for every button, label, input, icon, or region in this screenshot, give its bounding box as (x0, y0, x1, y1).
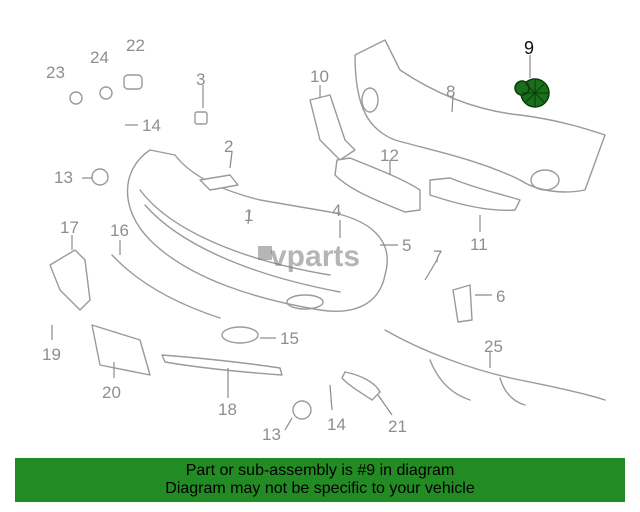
bracket-10 (309, 94, 356, 161)
banner-line-1: Part or sub-assembly is #9 in diagram (185, 462, 455, 479)
callout-13: 13 (54, 168, 73, 187)
banner-line-2: Diagram may not be specific to your vehi… (165, 480, 475, 497)
plate-20 (91, 324, 151, 376)
callout-1: 1 (244, 206, 253, 225)
info-banner: Part or sub-assembly is #9 in diagram Di… (15, 458, 625, 502)
callout-12: 12 (380, 146, 399, 165)
callout-2: 2 (224, 137, 233, 156)
bracket-17 (49, 249, 91, 311)
bumper-cover (126, 149, 388, 312)
callout-11: 11 (470, 235, 488, 254)
strip-16 (111, 254, 221, 319)
callout-4: 4 (332, 201, 341, 220)
clip-13a (91, 168, 109, 186)
callout-6: 6 (496, 287, 505, 306)
bezel-15 (221, 326, 259, 344)
callout-25: 25 (484, 337, 503, 356)
callout-9: 9 (524, 38, 534, 58)
callout-3: 3 (196, 70, 205, 89)
sensor-21 (341, 371, 381, 401)
vparts-watermark-logo: vparts (258, 240, 360, 273)
callout-20: 20 (102, 383, 121, 402)
callout-13b: 13 (262, 425, 281, 444)
callout-22: 22 (126, 36, 145, 55)
highlighted-part-9 (514, 78, 550, 108)
callout-15: 15 (280, 329, 299, 348)
callout-17: 17 (60, 218, 79, 237)
clip-13b (292, 400, 312, 420)
callout-10: 10 (310, 67, 329, 86)
callout-21: 21 (388, 417, 407, 436)
absorber-12 (334, 157, 421, 213)
callout-18: 18 (218, 400, 237, 419)
parts-diagram: 1 2 3 4 5 6 7 8 9 10 11 12 13 14 15 16 1… (42, 36, 606, 444)
reinforcement-bar (354, 39, 606, 193)
callout-14: 14 (142, 116, 161, 135)
absorber-11 (429, 177, 521, 212)
callout-5: 5 (402, 236, 411, 255)
callout-14b: 14 (327, 415, 346, 434)
callout-8: 8 (446, 82, 455, 101)
callout-7: 7 (433, 247, 442, 266)
callout-24: 24 (90, 48, 109, 67)
molding-18 (161, 354, 283, 376)
bracket-6 (452, 284, 473, 323)
callout-19: 19 (42, 345, 61, 364)
harness-25 (384, 329, 606, 401)
callout-23: 23 (46, 63, 65, 82)
svg-text:vparts: vparts (270, 240, 360, 273)
callout-16: 16 (110, 221, 129, 240)
